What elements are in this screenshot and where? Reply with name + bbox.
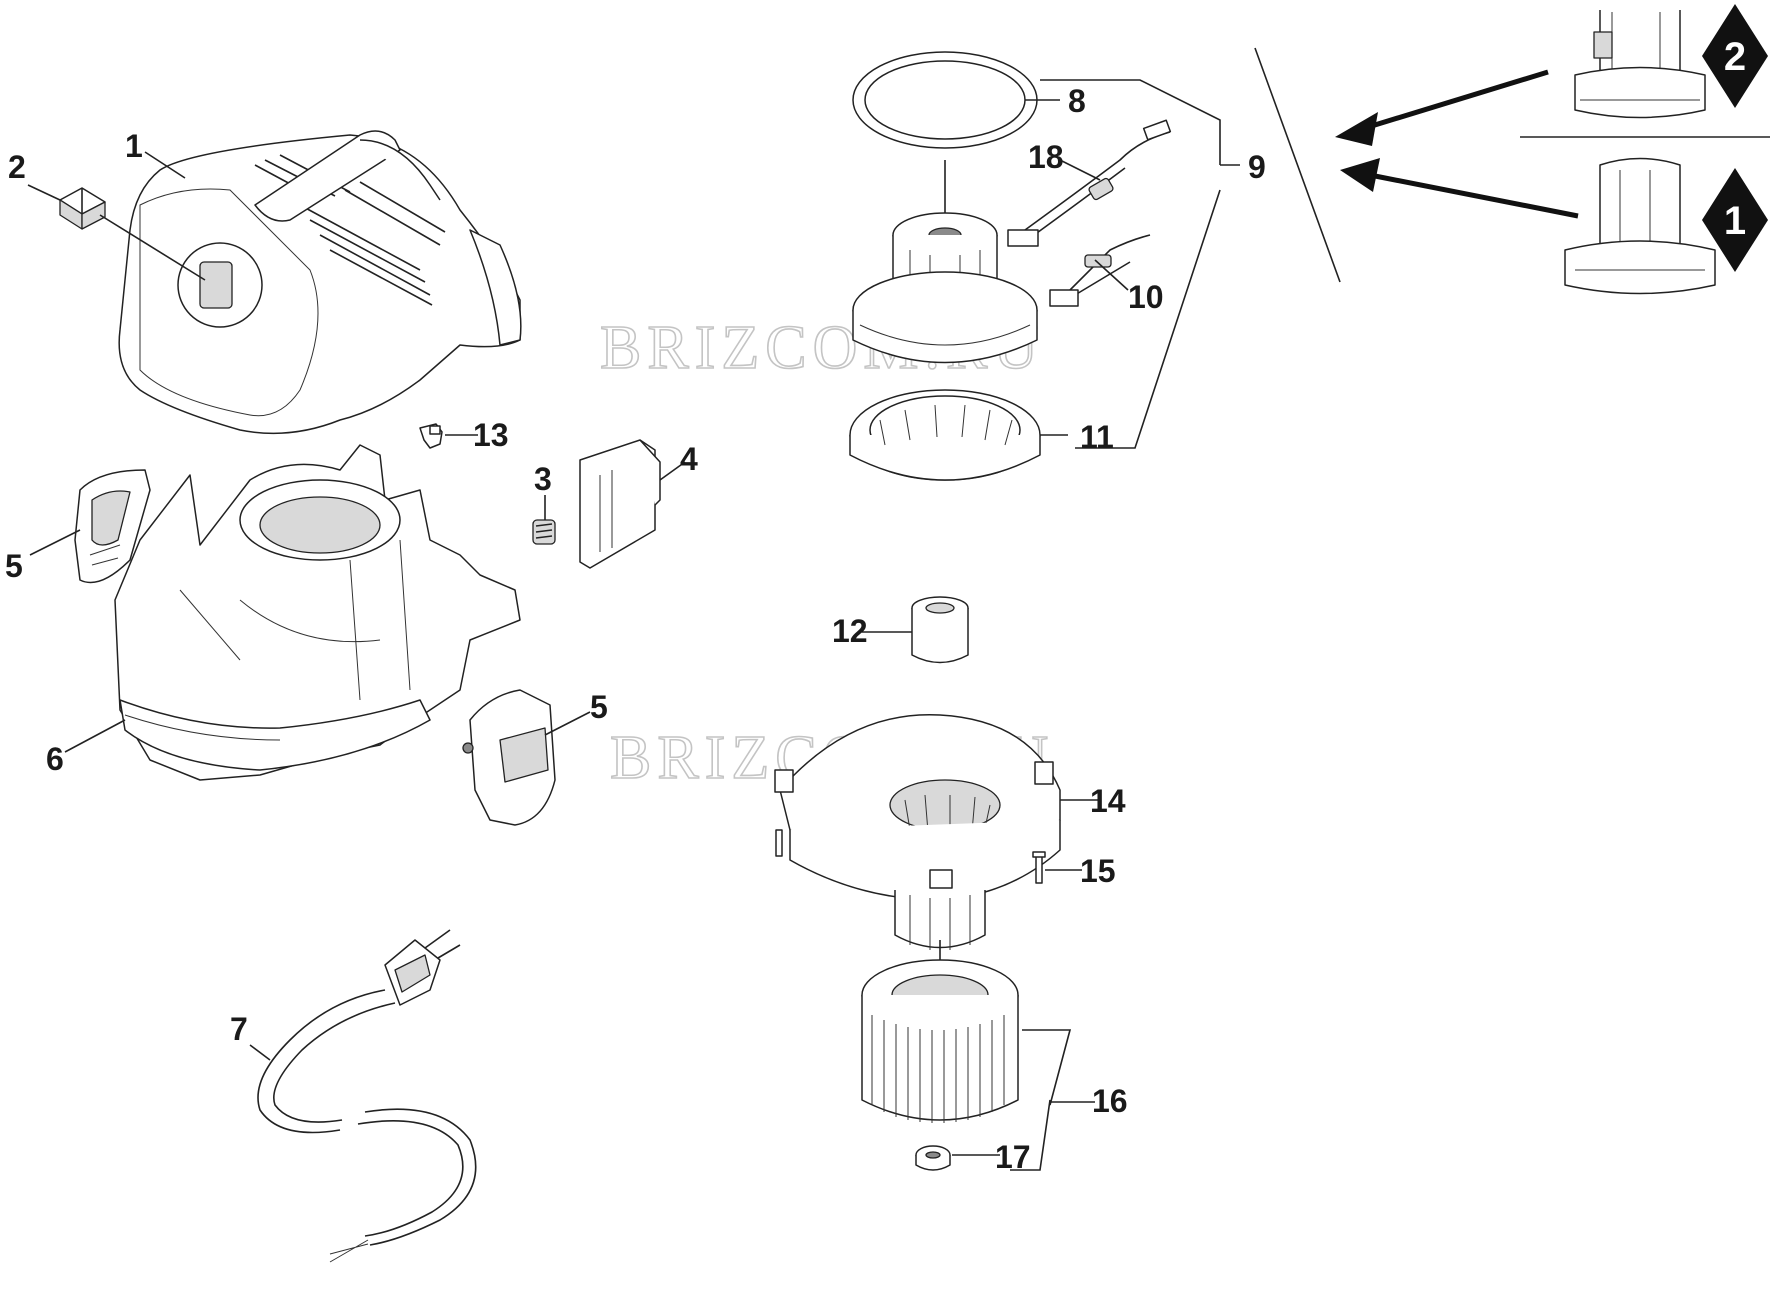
label-part-18: 18 [1028,139,1064,175]
label-part-13: 13 [473,417,509,453]
part-motor [852,160,1038,364]
label-part-12: 12 [832,613,868,649]
label-part-8: 8 [1068,83,1086,119]
part-spring [532,519,556,545]
label-part-16: 16 [1092,1083,1128,1119]
part-cartridge-filter [861,940,1019,1123]
badge-variant-2-number: 2 [1724,35,1746,79]
variant-arrow-2 [1335,69,1549,146]
part-screw [775,829,1046,884]
label-part-9: 9 [1248,149,1266,185]
label-part-7: 7 [230,1011,248,1047]
badge-variant-1: 1 [1702,168,1768,272]
cover-carry-handle [254,130,401,222]
label-part-5-left: 5 [5,548,23,584]
part-latch-left [74,469,151,584]
leader-lines [27,79,1240,1171]
part-gasket-ring [852,51,1038,149]
badge-variant-2: 2 [1702,4,1768,108]
part-mount-ring [849,389,1041,481]
badge-variant-1-number: 1 [1724,199,1746,243]
label-part-4: 4 [680,441,698,477]
motor-variants: 2 1 [1254,4,1770,295]
label-part-15: 15 [1080,853,1116,889]
part-bracket [579,439,661,569]
part-latch-right [462,689,556,826]
motor-variant-1 [1564,157,1716,295]
variant-arrow-1 [1340,158,1579,219]
label-part-17: 17 [995,1139,1031,1175]
label-part-14: 14 [1090,783,1126,819]
part-power-cord [257,929,477,1263]
cover-vent-grille [254,154,446,306]
label-part-5-right: 5 [590,689,608,725]
label-part-11: 11 [1080,419,1114,455]
label-part-10: 10 [1128,279,1164,315]
label-part-2: 2 [8,149,26,185]
part-top-cover [118,130,522,435]
part-switch [59,187,106,230]
part-labels: 1 2 3 4 5 5 6 7 8 9 10 11 12 13 14 15 16… [5,83,1266,1175]
part-clip [419,423,443,449]
motor-variant-2 [1574,10,1706,119]
part-sleeve [911,596,969,664]
label-part-6: 6 [46,741,64,777]
part-wiring-harness [1007,119,1172,307]
part-motor-housing [114,444,521,781]
label-part-3: 3 [534,461,552,497]
part-nut [915,1145,951,1171]
label-part-1: 1 [125,128,143,164]
part-filter-housing [774,713,1061,950]
